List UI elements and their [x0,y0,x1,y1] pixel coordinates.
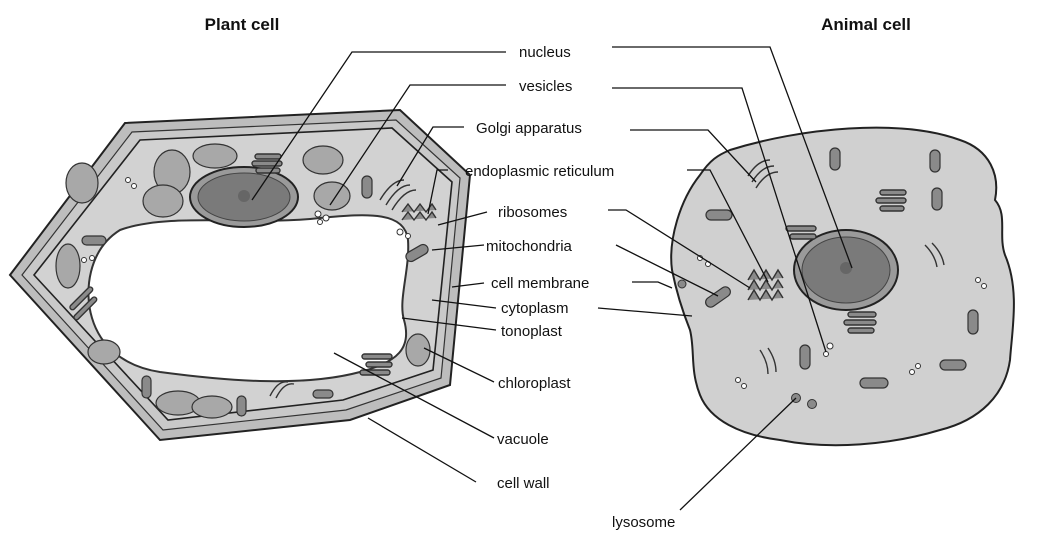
mitochondrion [313,390,333,398]
chloroplast [143,185,183,217]
mitochondrion [968,310,978,334]
plant-vacuole [88,215,408,381]
animal-cell [671,128,1014,446]
chloroplast [406,334,430,366]
chloroplast [193,144,237,168]
mitochondrion [930,150,940,172]
label-lysosome: lysosome [612,514,675,531]
label-vesicles: vesicles [519,78,572,95]
plant-cell-title: Plant cell [205,15,280,34]
label-tonoplast: tonoplast [501,323,563,340]
leader-cell-wall [368,418,476,482]
mitochondrion [237,396,246,416]
label-chloroplast: chloroplast [498,375,571,392]
plant-nucleolus [238,190,250,202]
animal-cell-title: Animal cell [821,15,911,34]
label-cell-wall: cell wall [497,475,550,492]
label-endoplasmic-reticulum: endoplasmic reticulum [465,163,614,180]
labels: nucleus vesicles Golgi apparatus endopla… [465,44,675,531]
chloroplast [66,163,98,203]
mitochondrion [82,236,106,245]
lysosome [808,400,817,409]
mitochondrion [940,360,966,370]
plant-cell [10,110,470,440]
chloroplast [56,244,80,288]
mitochondrion [932,188,942,210]
label-mitochondria: mitochondria [486,238,573,255]
mitochondrion [800,345,810,369]
mitochondrion [142,376,151,398]
label-golgi-apparatus: Golgi apparatus [476,120,582,137]
chloroplast [303,146,343,174]
label-cell-membrane: cell membrane [491,275,589,292]
chloroplast [314,182,350,210]
mitochondrion [362,176,372,198]
chloroplast [192,396,232,418]
plant-golgi-apparatus [252,154,282,173]
mitochondrion [706,210,732,220]
label-cytoplasm: cytoplasm [501,300,569,317]
mitochondrion [830,148,840,170]
lysosome [678,280,686,288]
leader-cell-membrane-animal [632,282,672,288]
leader-cytoplasm-animal [598,308,692,316]
label-ribosomes: ribosomes [498,204,567,221]
label-vacuole: vacuole [497,431,549,448]
mitochondrion [860,378,888,388]
animal-endoplasmic-reticulum [748,270,783,300]
chloroplast [88,340,120,364]
label-nucleus: nucleus [519,44,571,61]
